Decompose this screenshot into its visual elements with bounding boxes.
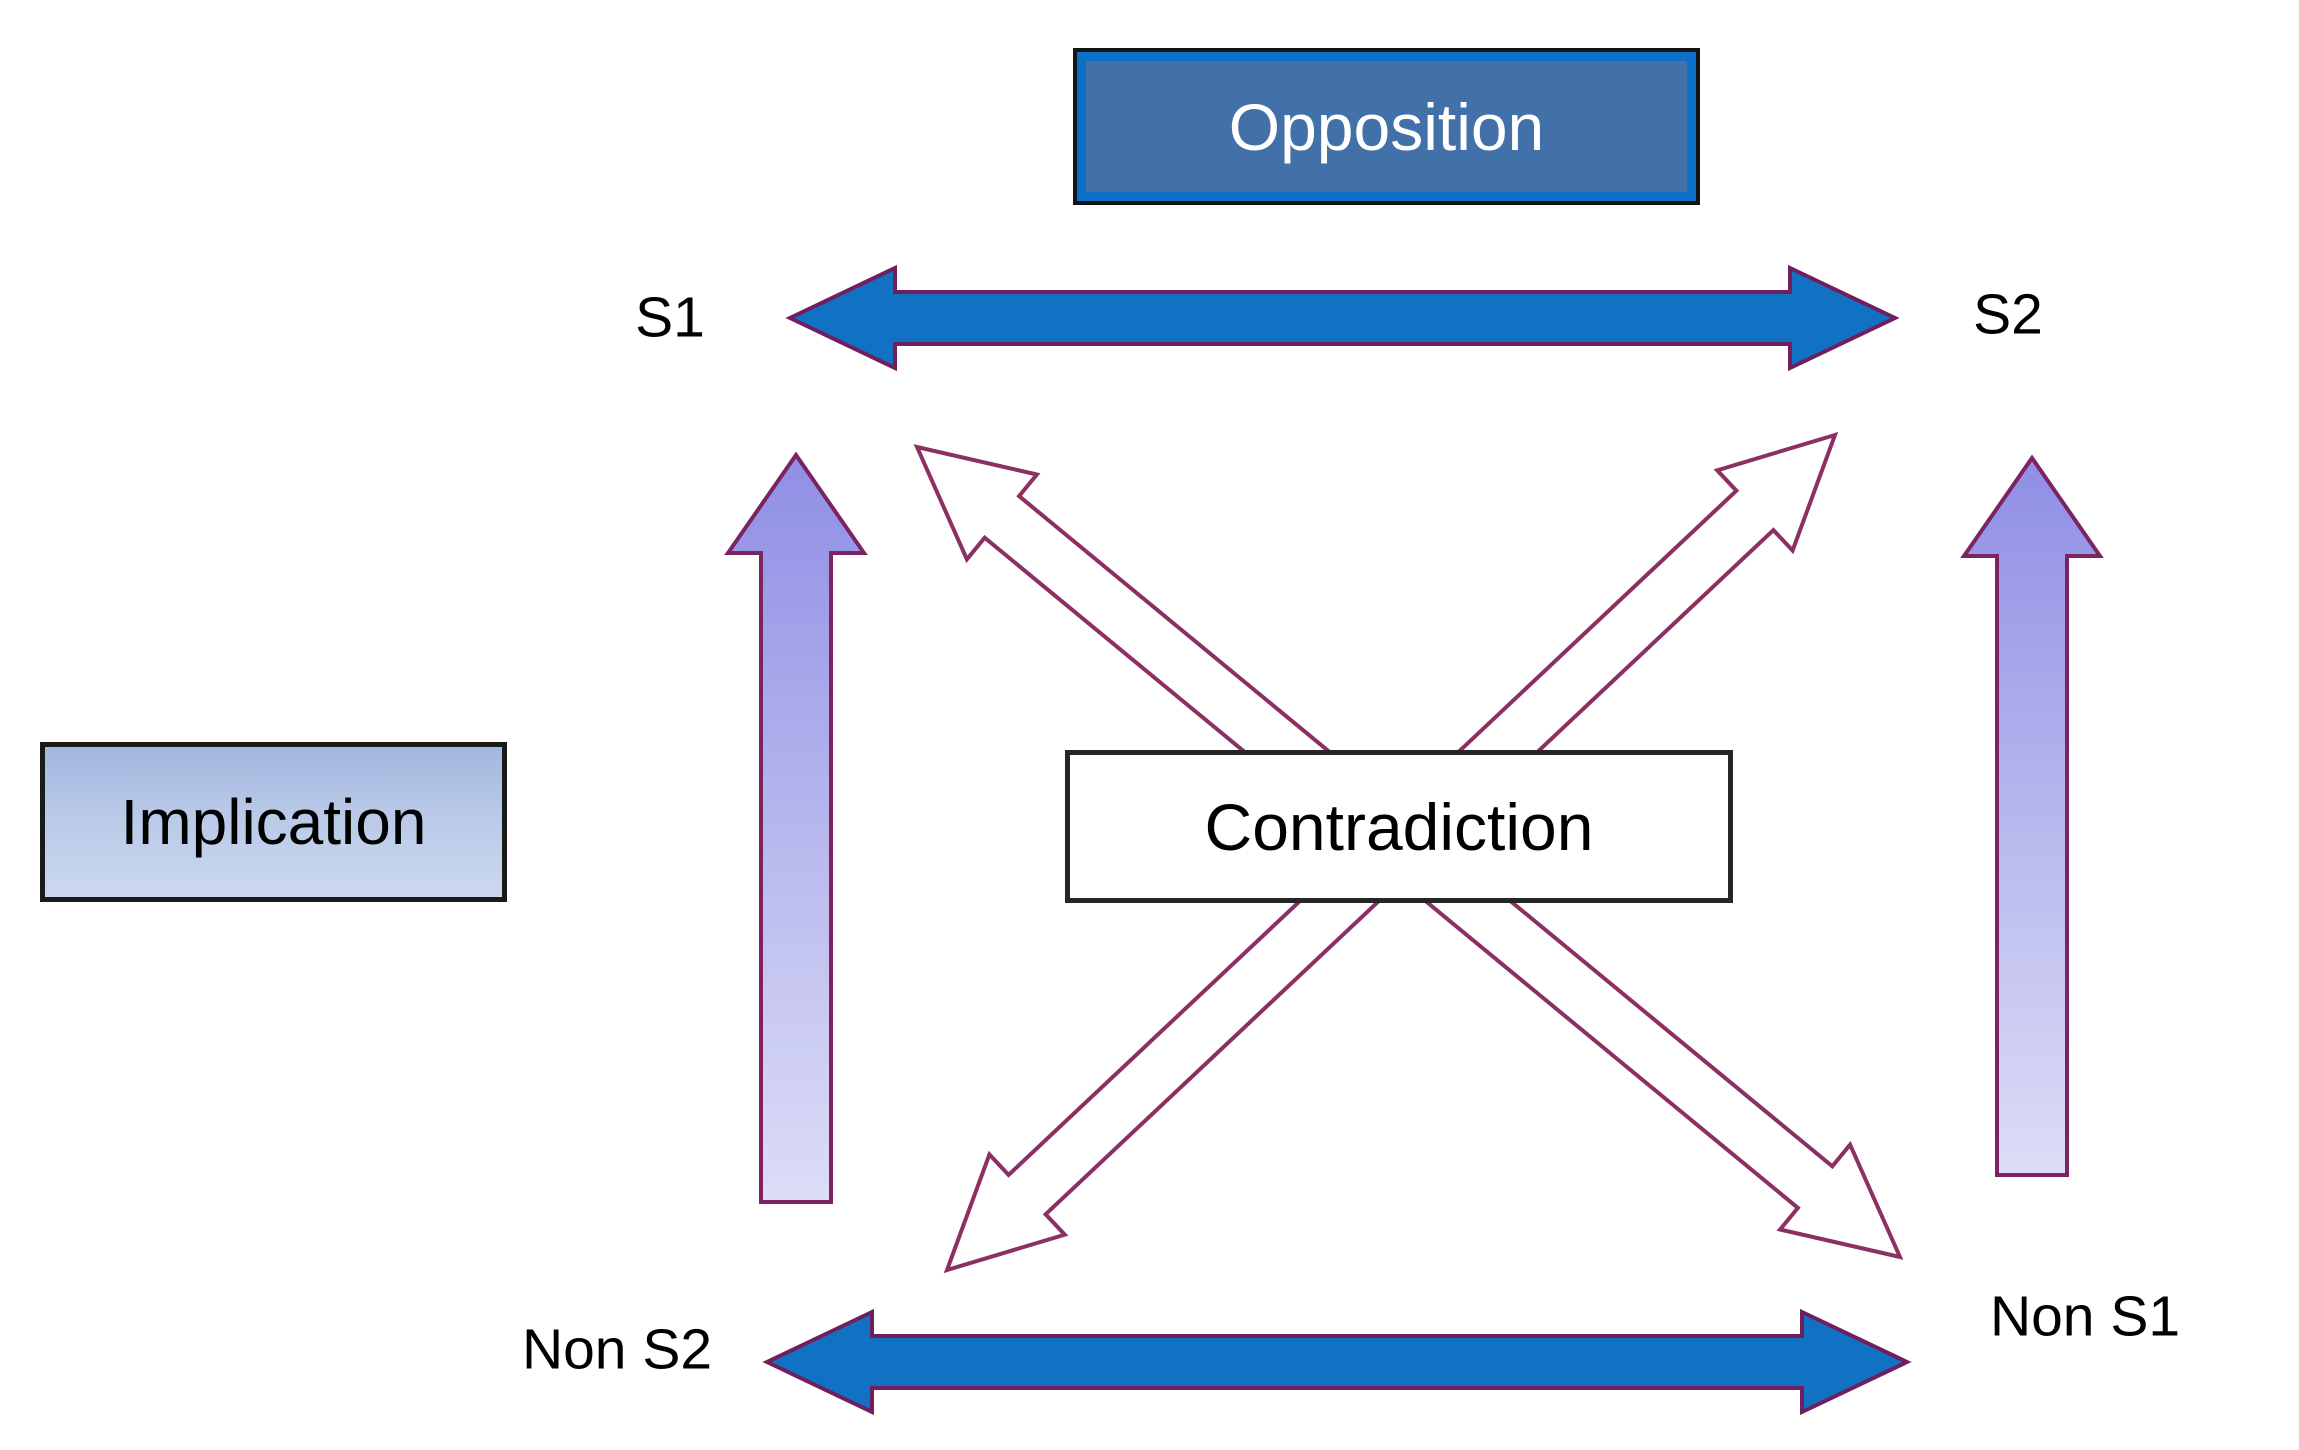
- opposition-double-arrow-bottom: [762, 1308, 1912, 1416]
- implication-up-arrow-left: [724, 451, 868, 1204]
- label-s1: S1: [635, 285, 705, 350]
- label-non-s1: Non S1: [1989, 1284, 2181, 1349]
- label-s2: S2: [1973, 282, 2043, 347]
- opposition-double-arrow-top: [785, 264, 1900, 372]
- implication-box: Implication: [40, 742, 507, 902]
- implication-up-arrow-right: [1960, 454, 2104, 1177]
- label-non-s2: Non S2: [521, 1317, 713, 1382]
- opposition-box: Opposition: [1073, 48, 1700, 205]
- contradiction-box: Contradiction: [1065, 750, 1733, 903]
